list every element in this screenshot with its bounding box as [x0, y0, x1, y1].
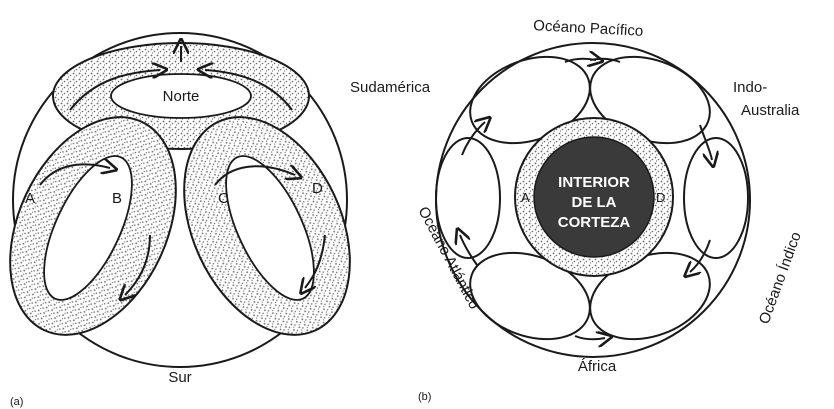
marker-d: D: [312, 180, 323, 197]
marker-b-d: D: [656, 190, 665, 205]
core-label-line3: CORTEZA: [558, 214, 631, 231]
north-label: Norte: [163, 88, 200, 105]
marker-b-a: A: [521, 190, 530, 205]
panel-a: Norte Sur A B C D (a): [0, 33, 383, 408]
marker-c: C: [218, 190, 229, 207]
core-label-line1: INTERIOR: [558, 174, 630, 191]
panel-b-tag: (b): [418, 391, 431, 403]
core-label-line2: DE LA: [572, 194, 617, 211]
south-america-label: Sudamérica: [350, 79, 431, 96]
pacific-label: Océano Pacífico: [533, 17, 644, 40]
marker-a: A: [25, 190, 35, 207]
indo-label-line1: Indo-: [733, 79, 767, 96]
marker-b: B: [112, 190, 122, 207]
indian-label: Océano Índico: [756, 230, 805, 327]
cell-right: [684, 138, 748, 258]
indo-label-line2: Australia: [741, 102, 800, 119]
south-label: Sur: [168, 369, 191, 386]
panel-a-tag: (a): [10, 396, 23, 408]
panel-b: INTERIOR DE LA CORTEZA A D Océano Pacífi…: [350, 17, 805, 403]
africa-label: África: [578, 358, 617, 375]
